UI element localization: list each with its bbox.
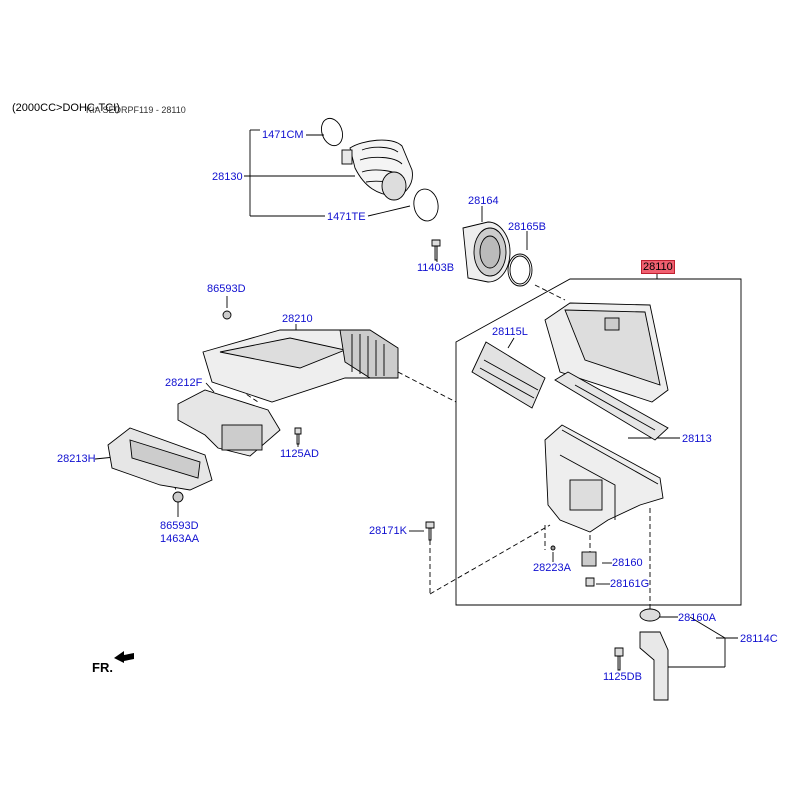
- assembly-frame: [455, 272, 742, 606]
- diagram-reference: KIA SEDRPF119 - 28110: [86, 105, 186, 115]
- part-label-28212f[interactable]: 28212F: [165, 377, 203, 389]
- part-label-28171k[interactable]: 28171K: [369, 525, 407, 537]
- part-label-1125ad[interactable]: 1125AD: [280, 448, 319, 460]
- part-label-28161g[interactable]: 28161G: [610, 578, 650, 590]
- part-label-28160[interactable]: 28160: [612, 557, 643, 569]
- part-label-1471cm[interactable]: 1471CM: [262, 129, 304, 141]
- part-label-1125db[interactable]: 1125DB: [603, 671, 642, 683]
- part-label-86593d-bottom[interactable]: 86593D: [160, 520, 199, 532]
- part-label-11403b[interactable]: 11403B: [417, 262, 455, 274]
- part-label-28165b[interactable]: 28165B: [508, 221, 546, 233]
- part-label-28113[interactable]: 28113: [682, 433, 712, 445]
- part-label-28213h[interactable]: 28213H: [57, 453, 96, 465]
- part-label-28223a[interactable]: 28223A: [533, 562, 571, 574]
- part-label-28210[interactable]: 28210: [282, 313, 313, 325]
- part-label-28160a[interactable]: 28160A: [678, 612, 716, 624]
- part-label-86593d-top[interactable]: 86593D: [207, 283, 246, 295]
- engine-spec: (2000CC>DOHC-TCI): [12, 102, 120, 114]
- part-label-28115l[interactable]: 28115L: [492, 326, 528, 338]
- front-arrow-icon: [114, 651, 134, 663]
- part-label-1471te[interactable]: 1471TE: [327, 211, 366, 223]
- part-label-28164[interactable]: 28164: [468, 195, 499, 207]
- part-label-1463aa[interactable]: 1463AA: [160, 533, 200, 545]
- part-label-28130[interactable]: 28130: [212, 171, 243, 183]
- part-label-28110[interactable]: 28110: [641, 260, 675, 274]
- part-label-28114c[interactable]: 28114C: [740, 633, 778, 645]
- front-direction-label: FR.: [92, 660, 113, 675]
